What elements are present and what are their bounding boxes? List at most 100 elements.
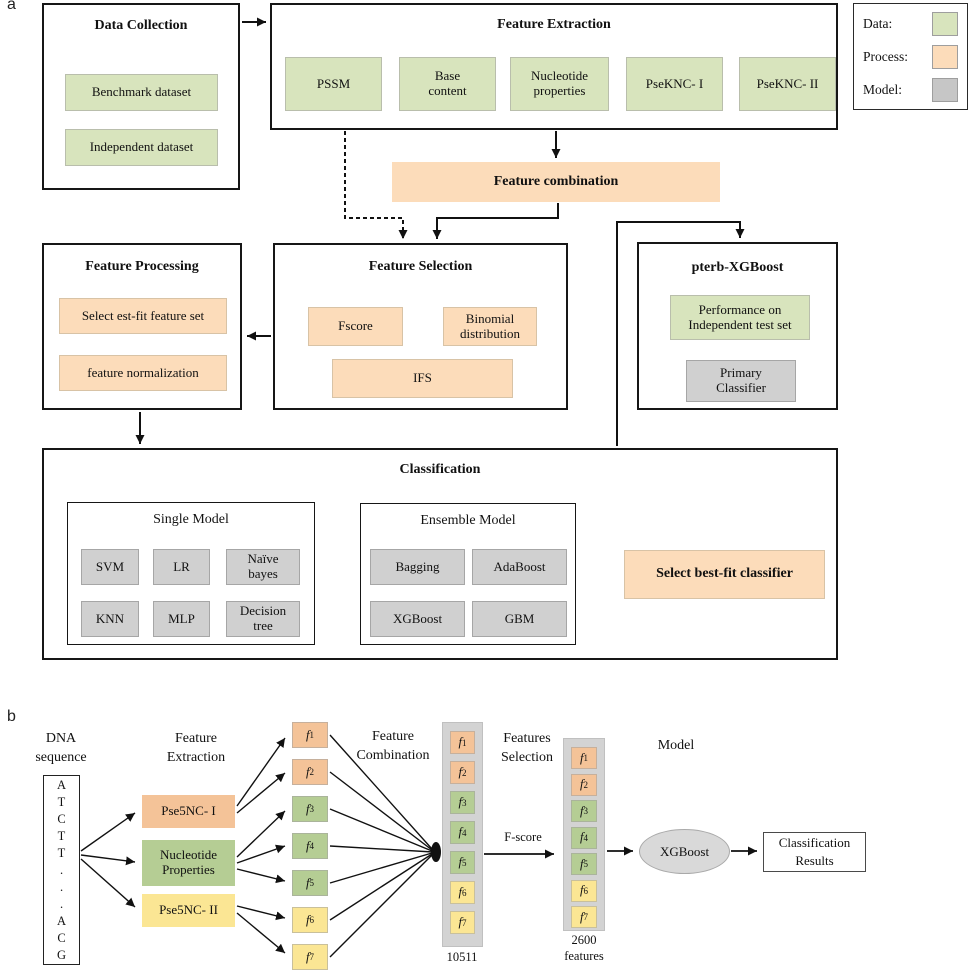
ifs-box: IFS (332, 359, 513, 398)
nucleotide-properties-box-b: Nucleotide Properties (142, 840, 235, 886)
line-f7-converge (329, 854, 433, 958)
independent-dataset-box: Independent dataset (65, 129, 218, 166)
arrow-pse2-to-f7 (236, 912, 286, 954)
panel-b-label: b (7, 708, 16, 725)
knn-box: KNN (81, 601, 139, 637)
arrow-nucleotide-to-f5 (236, 868, 286, 884)
dna-letter: . (59, 896, 64, 911)
pssm-box: PSSM (285, 57, 382, 111)
line-f5-converge (329, 852, 433, 884)
arrow-dna-to-pse2 (80, 858, 136, 908)
xgboost-box: XGBoost (370, 601, 465, 637)
select-best-fit-classifier-box: Select best-fit classifier (624, 550, 825, 599)
count-2600-features: 2600 features (564, 933, 604, 964)
data-collection-box: Data Collection Benchmark dataset Indepe… (42, 3, 240, 190)
nucleotide-properties-box: Nucleotide properties (510, 57, 609, 111)
data-collection-title: Data Collection (94, 18, 188, 33)
feature-selection-box: Feature Selection Fscore Binomial distri… (273, 243, 568, 410)
line-f2-converge (329, 771, 433, 851)
binomial-distribution-box: Binomial distribution (443, 307, 537, 346)
pterb-xgboost-title: pterb-XGBoost (691, 260, 784, 275)
classification-box: Classification Single Model SVM LR Naïve… (42, 448, 838, 660)
mlp-box: MLP (153, 601, 210, 637)
dna-letter: A (56, 777, 67, 792)
pterb-xgboost-box: pterb-XGBoost Performance on Independent… (637, 242, 838, 410)
dna-letter: T (57, 794, 66, 809)
benchmark-dataset-box: Benchmark dataset (65, 74, 218, 111)
dna-letter: . (59, 862, 64, 877)
feature-extraction-box: Feature Extraction PSSM Base content Nuc… (270, 3, 838, 130)
pse5nc2-box: Pse5NC- II (142, 894, 235, 927)
single-model-title: Single Model (153, 512, 229, 527)
arrow-pse2-to-f6 (236, 905, 286, 921)
single-model-box: Single Model SVM LR Naïve bayes KNN MLP … (67, 502, 315, 645)
primary-classifier-box: Primary Classifier (686, 360, 796, 402)
dna-letter: T (57, 828, 66, 843)
legend-row-data: Data: (854, 7, 967, 40)
feature-processing-box: Feature Processing Select est-fit featur… (42, 243, 242, 410)
xgboost-ellipse: XGBoost (639, 829, 730, 874)
arrow-dna-to-nucleotide (80, 854, 136, 866)
arrow-dna-to-pse1 (80, 812, 136, 852)
features-selection-heading: Features Selection (500, 731, 554, 765)
bagging-box: Bagging (370, 549, 465, 585)
dna-letter: C (57, 930, 66, 945)
line-f6-converge (329, 853, 433, 921)
model-heading: Model (657, 738, 695, 753)
legend-data-label: Data: (863, 15, 893, 31)
classification-results-box: Classification Results (763, 832, 866, 872)
dna-letter: . (59, 879, 64, 894)
arrow-combination-to-selection (432, 203, 559, 239)
svm-box: SVM (81, 549, 139, 585)
panel-a-label: a (7, 0, 16, 13)
legend-model-label: Model: (863, 81, 902, 97)
feature-normalization-box: feature normalization (59, 355, 227, 391)
gbm-box: GBM (472, 601, 567, 637)
legend: Data: Process: Model: (853, 3, 968, 110)
dna-letter: C (57, 811, 66, 826)
convergence-node (431, 842, 441, 862)
decision-tree-box: Decision tree (226, 601, 300, 637)
pseknc2-box: PseKNC- II (739, 57, 836, 111)
feature-extraction-title: Feature Extraction (497, 17, 611, 32)
arrow-nucleotide-to-f3 (236, 810, 286, 858)
line-f4-converge (329, 845, 434, 853)
feature-extraction-heading-b: Feature Extraction (166, 731, 226, 765)
dna-sequence-heading: DNA sequence (35, 731, 87, 765)
pseknc1-box: PseKNC- I (626, 57, 723, 111)
f-score-label: F-score (504, 830, 542, 844)
lr-box: LR (153, 549, 210, 585)
ensemble-model-title: Ensemble Model (420, 513, 516, 528)
select-est-fit-box: Select est-fit feature set (59, 298, 227, 334)
base-content-box: Base content (399, 57, 496, 111)
legend-process-swatch (932, 44, 958, 69)
line-f3-converge (329, 808, 433, 852)
legend-data-swatch (932, 11, 958, 36)
feature-combination-box: Feature combination (392, 162, 720, 202)
fscore-box: Fscore (308, 307, 403, 346)
